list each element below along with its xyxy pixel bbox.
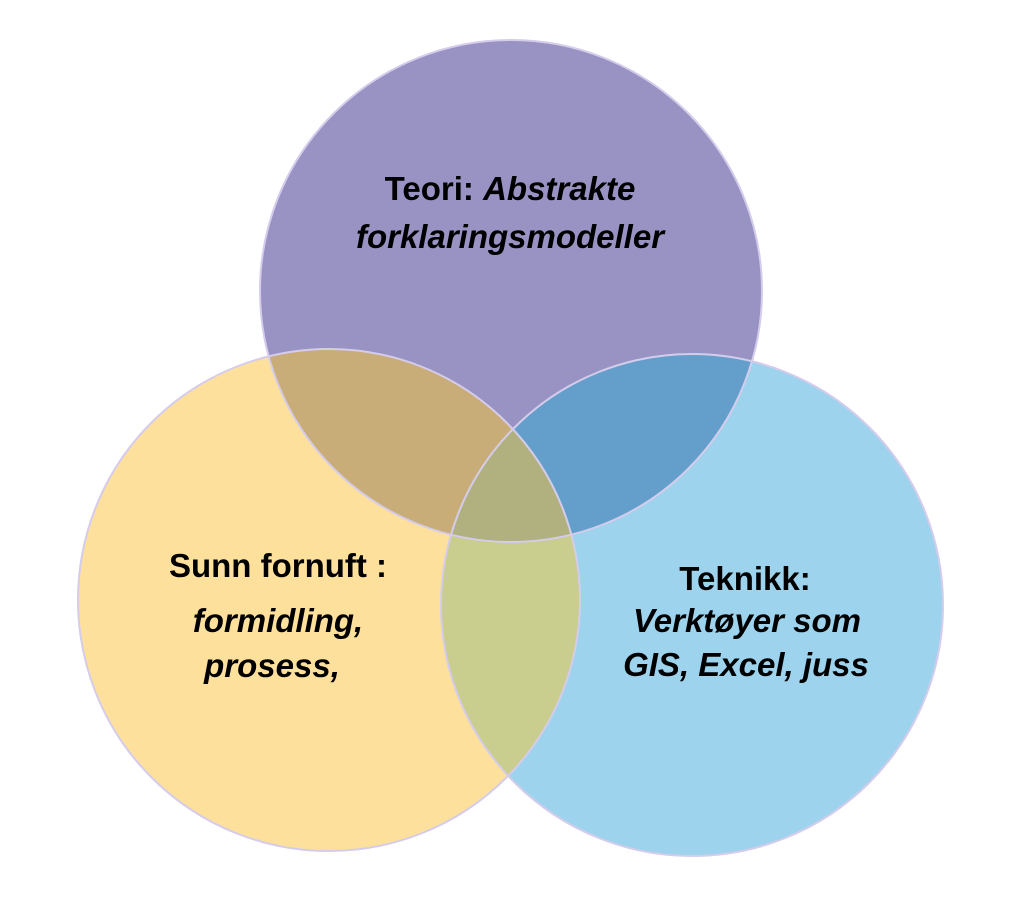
sunn-fornuft-outline bbox=[77, 348, 581, 852]
sunn-fornuft-line-2: prosess, bbox=[203, 647, 340, 684]
sunn-fornuft-heading: Sunn fornuft : bbox=[169, 547, 387, 584]
teknikk-outline bbox=[440, 353, 944, 857]
teknikk-line-2: GIS, Excel, juss bbox=[623, 646, 869, 683]
teknikk-line-1: Verktøyer som bbox=[633, 602, 861, 639]
teori-heading: Teori: Abstrakte bbox=[385, 170, 636, 207]
sunn-fornuft-line-1: formidling, bbox=[193, 602, 363, 639]
teknikk-heading: Teknikk: bbox=[679, 560, 810, 597]
teori-description: forklaringsmodeller bbox=[356, 218, 666, 255]
teori-sunn-overlap bbox=[260, 349, 580, 542]
teori-outline bbox=[259, 39, 763, 543]
teori-teknikk-overlap bbox=[441, 354, 762, 542]
